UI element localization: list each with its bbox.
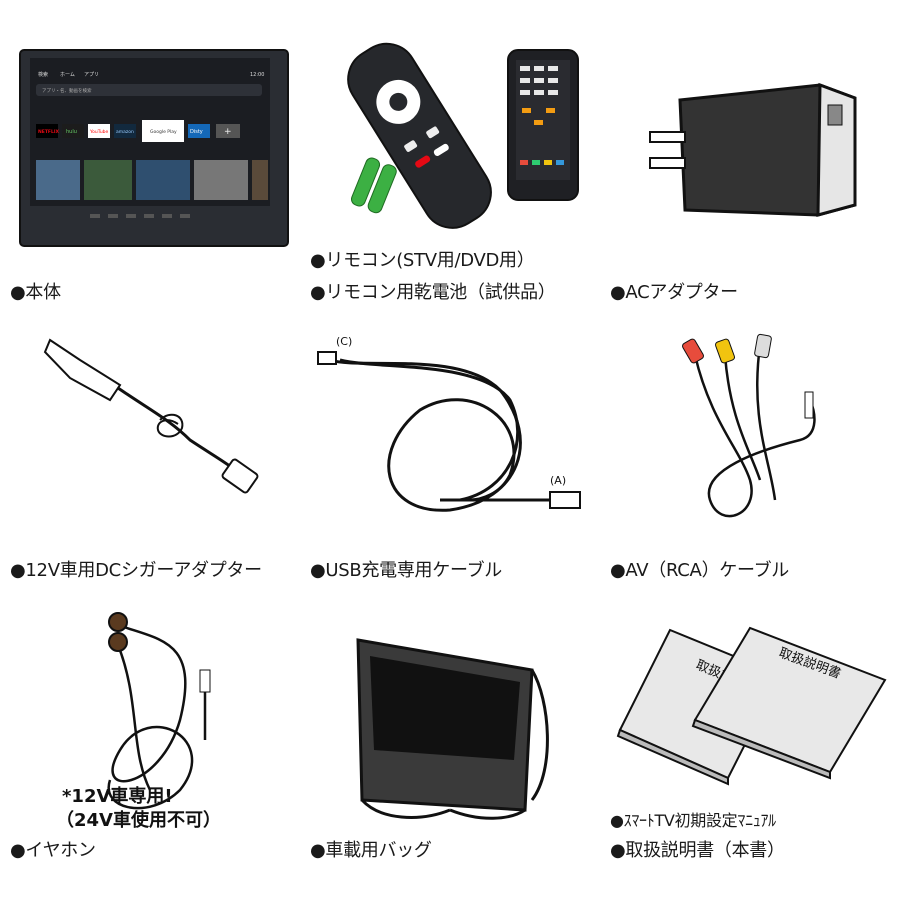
- caption-remotes: ●リモコン(STV用/DVD用）: [310, 250, 535, 271]
- tv-clock: 12:00: [250, 72, 264, 78]
- usb-cable-illustration: (C) (A): [317, 335, 581, 512]
- earphones-illustration: [107, 612, 211, 810]
- item-ac-adapter: ●ACアダプター: [600, 0, 900, 303]
- svg-text:アプリ: アプリ: [84, 72, 99, 78]
- car-bag-illustration: [356, 638, 549, 820]
- item-main-unit: 検索 ホーム アプリ 12:00 アプリ・名、動画を検索 NETFLIX hul…: [0, 0, 300, 303]
- caption-av-cable: ●AV（RCA）ケーブル: [610, 560, 789, 581]
- usb-a-label: (A): [550, 474, 566, 487]
- svg-text:Disty: Disty: [190, 129, 203, 135]
- caption-usb-cable: ●USB充電専用ケーブル: [310, 560, 502, 581]
- item-earphones: ●イヤホン: [0, 600, 300, 900]
- tv-unit-illustration: 検索 ホーム アプリ 12:00 アプリ・名、動画を検索 NETFLIX hul…: [19, 49, 289, 247]
- svg-text:YouTube: YouTube: [89, 129, 109, 135]
- caption-setup-manual: ●ｽﾏｰﾄTV初期設定ﾏﾆｭｱﾙ: [610, 811, 776, 830]
- svg-text:NETFLIX: NETFLIX: [38, 129, 60, 135]
- tv-menu: 検索: [38, 71, 48, 78]
- item-usb-cable: (C) (A) ●USB充電専用ケーブル: [300, 300, 600, 600]
- voltage-note-line2: （24V車使用不可）: [56, 810, 221, 831]
- item-dc-adapter: *12V車専用! （24V車使用不可） ●12V車用DCシガーアダプター: [0, 300, 300, 831]
- remote-illustration: [347, 42, 579, 229]
- ac-adapter-illustration: [649, 82, 857, 217]
- usb-c-label: (C): [336, 335, 352, 348]
- svg-text:hulu: hulu: [66, 129, 77, 135]
- caption-car-bag: ●車載用バッグ: [310, 840, 432, 861]
- item-av-cable: ●AV（RCA）ケーブル: [600, 300, 900, 600]
- av-cable-illustration: [682, 333, 816, 518]
- caption-earphones: ●イヤホン: [10, 840, 96, 861]
- caption-main-unit: ●本体: [10, 282, 61, 303]
- caption-instruction-manual: ●取扱説明書（本書）: [610, 840, 785, 861]
- svg-text:ホーム: ホーム: [60, 72, 75, 78]
- caption-batteries: ●リモコン用乾電池（試供品）: [310, 282, 556, 303]
- manuals-illustration: 取扱説明書 取扱説明書: [616, 626, 887, 786]
- voltage-note-line1: *12V車専用!: [62, 786, 173, 807]
- dc-adapter-illustration: [43, 338, 259, 494]
- item-car-bag: ●車載用バッグ: [300, 600, 600, 900]
- svg-text:amazon: amazon: [116, 130, 134, 135]
- caption-ac-adapter: ●ACアダプター: [610, 282, 738, 303]
- svg-text:+: +: [224, 127, 232, 137]
- svg-text:Google Play: Google Play: [150, 129, 177, 135]
- item-manuals: 取扱説明書 取扱説明書 ●ｽﾏｰﾄTV初期設定ﾏﾆｭｱﾙ ●取扱説明書（本書）: [600, 600, 900, 900]
- item-remotes: ●リモコン(STV用/DVD用） ●リモコン用乾電池（試供品）: [300, 0, 600, 303]
- caption-dc-adapter: ●12V車用DCシガーアダプター: [10, 560, 262, 581]
- tv-search-hint: アプリ・名、動画を検索: [42, 87, 92, 94]
